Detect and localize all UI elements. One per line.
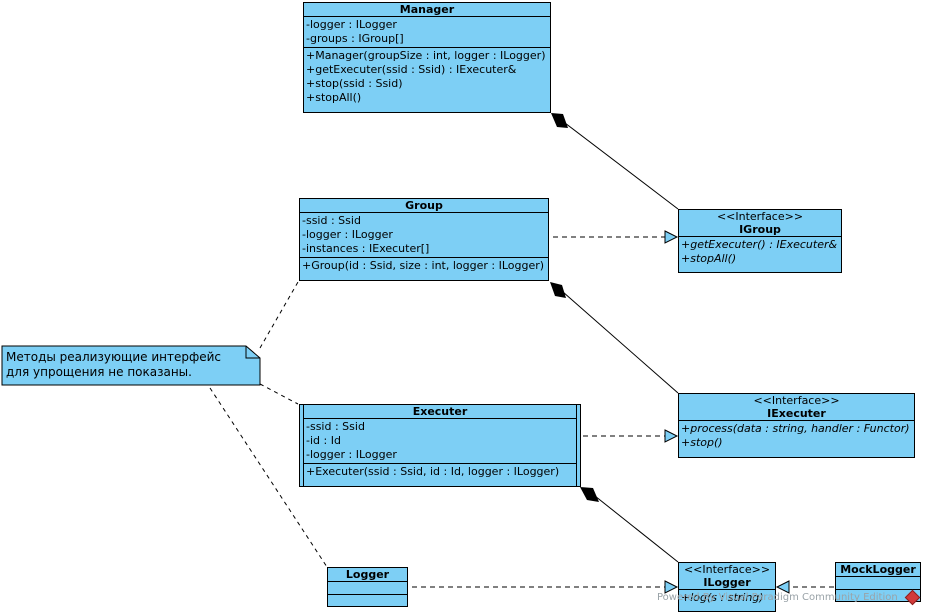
class-executer[interactable]: Executer -ssid : Ssid -id : Id -logger :… [299,404,581,487]
attribute: -ssid : Ssid [306,420,365,433]
operation: +log(s : string) [681,591,764,604]
composition-executer-ilogger [580,487,679,563]
attribute: -ssid : Ssid [302,214,361,227]
interface-title: IGroup [679,223,841,237]
attributes-section [836,577,920,590]
note-anchors [209,281,328,568]
operation: +Group(id : Ssid, size : int, logger : I… [302,259,545,272]
operation: +stop() [681,436,723,449]
attributes-section: -ssid : Ssid -logger : ILogger -instance… [300,213,548,258]
attribute: -instances : IExecuter[] [302,242,430,255]
class-title: Group [300,199,548,213]
stereotype-label: <<Interface>> [753,394,840,407]
realization-group-igroup [553,230,679,244]
class-title: Manager [304,3,550,17]
attributes-section: -logger : ILogger -groups : IGroup[] [304,17,550,48]
operations-section: +Group(id : Ssid, size : int, logger : I… [300,258,548,274]
note-text: Методы реализующие интерфейс для упрощен… [6,350,221,380]
operations-section: +Executer(ssid : Ssid, id : Id, logger :… [304,464,576,480]
operation: +process(data : string, handler : Functo… [681,422,910,435]
attribute: -logger : ILogger [302,228,393,241]
attribute: -logger : ILogger [306,18,397,31]
operations-section: +Manager(groupSize : int, logger : ILogg… [304,48,550,106]
attribute: -groups : IGroup[] [306,32,404,45]
interface-ilogger[interactable]: <<Interface>> ILogger +log(s : string) [678,562,776,612]
operation: +Executer(ssid : Ssid, id : Id, logger :… [306,465,560,478]
watermark-text: Powered By Visual Paradigm Community Edi… [657,592,898,603]
class-logger[interactable]: Logger [327,567,408,607]
note[interactable]: Методы реализующие интерфейс для упрощен… [2,346,260,385]
class-group[interactable]: Group -ssid : Ssid -logger : ILogger -in… [299,198,549,281]
stereotype-label: <<Interface>> [716,210,804,223]
operations-section: +log(s : string) [679,590,775,606]
note-line: для упрощения не показаны. [6,365,192,379]
realization-mocklogger-ilogger [775,580,834,594]
operations-section [328,595,407,597]
operation: +getExecuter(ssid : Ssid) : IExecuter& [306,63,517,76]
realization-executer-iexecuter [583,429,679,443]
class-title: Executer [304,405,576,419]
note-shape [1,345,261,386]
operation: +getExecuter() : IExecuter& [681,238,838,251]
operation: +stop(ssid : Ssid) [306,77,403,90]
interface-title: ILogger [679,576,775,590]
attributes-section [328,582,407,595]
attribute: -id : Id [306,434,341,447]
class-title: Logger [328,568,407,582]
stereotype-label: <<Interface>> [683,563,771,576]
attributes-section: -ssid : Ssid -id : Id -logger : ILogger [304,419,576,464]
operation: +stopAll() [306,91,362,104]
operation: +stopAll() [681,252,737,265]
composition-manager-igroup [551,113,679,210]
operations-section: +process(data : string, handler : Functo… [679,421,914,451]
class-manager[interactable]: Manager -logger : ILogger -groups : IGro… [303,2,551,113]
note-line: Методы реализующие интерфейс [6,350,222,364]
interface-iexecuter[interactable]: <<Interface>> IExecuter +process(data : … [678,393,915,458]
composition-group-iexecuter [550,282,679,394]
interface-title: IExecuter [679,407,914,421]
realization-logger-ilogger [412,580,679,594]
interface-igroup[interactable]: <<Interface>> IGroup +getExecuter() : IE… [678,209,842,273]
attribute: -logger : ILogger [306,448,397,461]
class-title: MockLogger [836,563,920,577]
operations-section: +getExecuter() : IExecuter& +stopAll() [679,237,841,267]
operation: +Manager(groupSize : int, logger : ILogg… [306,49,546,62]
